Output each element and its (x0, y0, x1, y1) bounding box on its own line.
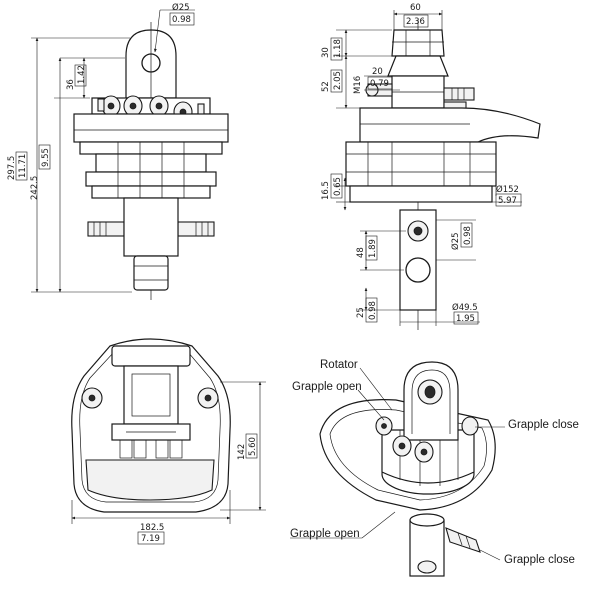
side-dimension-lines (336, 10, 522, 326)
front-housing-top (73, 113, 229, 143)
side-ear-base (387, 55, 449, 77)
head-30: 30 (321, 47, 331, 58)
shaft-end: 25 (356, 307, 366, 318)
head-52-in: 2.05 (333, 71, 343, 90)
bore-spacing-in: 1.89 (368, 239, 378, 258)
plan-front-arm (85, 459, 215, 501)
side-bottom-flange (349, 185, 493, 203)
plan-width: 182.5 (140, 523, 164, 533)
port-20-in: 0.79 (370, 79, 389, 89)
shaft-dia-in: 1.95 (456, 314, 475, 324)
side-lower-bore (405, 257, 431, 283)
plan-view: 142 5.60 182.5 7.19 (71, 338, 266, 545)
iso-hose-fittings (375, 416, 479, 463)
side-ear (391, 29, 445, 57)
front-dimension-lines (31, 9, 195, 293)
side-view: 60 2.36 30 1.18 52 2.05 M16 20 0.79 16.5… (321, 3, 541, 330)
shaft-bore-in: 0.98 (463, 226, 473, 245)
ear-height-in: 1.42 (77, 65, 87, 84)
front-housing-ring (79, 141, 223, 155)
width-top: 60 (410, 3, 421, 13)
head-52: 52 (321, 81, 331, 92)
body-height-in: 9.55 (41, 148, 51, 167)
ear-height: 36 (66, 79, 76, 90)
plan-width-in: 7.19 (141, 534, 160, 544)
label-grapple-close-2: Grapple close (504, 554, 575, 566)
label-grapple-open-1: Grapple open (292, 381, 362, 393)
front-housing-body (95, 153, 207, 173)
overall-height-in: 11.71 (18, 154, 28, 178)
front-bottom-flange (91, 185, 211, 199)
top-bore-dia: Ø25 (172, 2, 190, 13)
front-swivel (123, 197, 179, 257)
side-housing-body (345, 141, 497, 187)
plan-center-body (123, 365, 179, 425)
shaft-end-in: 0.98 (368, 301, 378, 320)
overall-height: 297.5 (7, 156, 17, 180)
flange-dia: Ø152 (496, 184, 519, 195)
isometric-view: Rotator Grapple open Grapple close Grapp… (290, 359, 579, 577)
flange-16: 16.5 (321, 181, 331, 200)
width-top-in: 2.36 (406, 17, 425, 27)
side-housing-arm (359, 107, 541, 143)
flange-16-in: 0.65 (333, 177, 343, 196)
plan-dimension-lines (71, 381, 266, 524)
plan-height-in: 5.60 (248, 437, 258, 456)
label-rotator: Rotator (320, 359, 358, 371)
bore-spacing: 48 (356, 247, 366, 258)
label-grapple-close-1: Grapple close (508, 419, 579, 431)
front-housing-lower (85, 171, 217, 187)
iso-leader-lines (290, 367, 505, 561)
iso-side-fitting (445, 527, 481, 553)
front-view: Ø25 0.98 36 1.42 297.5 11.71 242.5 9.55 (7, 2, 229, 300)
front-output-shaft (133, 255, 169, 291)
shaft-dia: Ø49.5 (452, 302, 478, 313)
port-thread: M16 (353, 76, 363, 94)
head-30-in: 1.18 (333, 39, 343, 58)
plan-height: 142 (237, 444, 247, 460)
shaft-bore-dia: Ø25 (450, 232, 461, 250)
body-height: 242.5 (30, 176, 40, 200)
plan-top-block (111, 345, 191, 367)
side-output-shaft (399, 209, 437, 311)
port-20: 20 (372, 67, 383, 77)
flange-dia-in: 5.97 (498, 196, 517, 206)
label-grapple-open-2: Grapple open (290, 528, 360, 540)
top-bore-in: 0.98 (172, 15, 191, 25)
